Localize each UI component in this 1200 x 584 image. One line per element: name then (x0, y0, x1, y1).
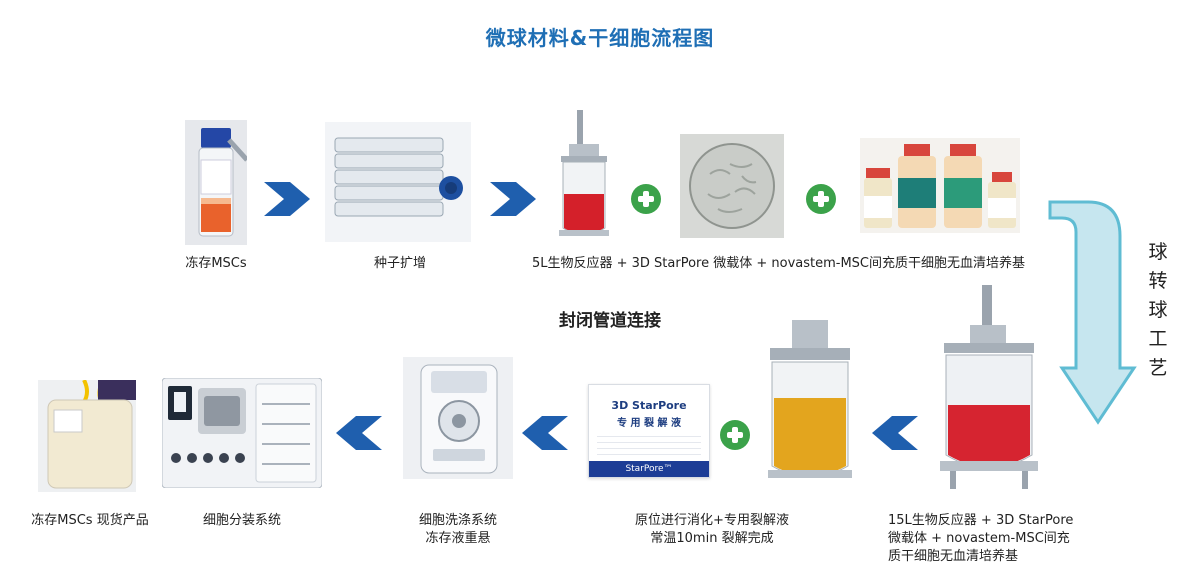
lysis-brand: 3D StarPore (611, 399, 687, 412)
arrow-left-icon (522, 416, 568, 450)
lysis-name: 专 用 裂 解 液 (617, 418, 681, 429)
process-side-label: 球 转 球 工 艺 (1140, 238, 1176, 383)
loop-arrow-icon (1048, 200, 1137, 425)
bioreactor-15l-image (940, 285, 1038, 489)
caption-bioreactor-15l: 15L生物反应器 + 3D StarPore 微载体 + novastem-MS… (888, 512, 1088, 566)
lysis-reagent-box: 3D StarPore 专 用 裂 解 液 StarPore™ (588, 384, 710, 478)
side-char: 工 (1148, 328, 1168, 350)
plus-icon (720, 420, 750, 450)
arrow-left-icon (336, 416, 382, 450)
microcarrier-microscope-image (680, 134, 784, 238)
caption-line: 常温10min 裂解完成 (650, 531, 774, 546)
caption-seed-expansion: 种子扩增 (373, 256, 426, 271)
side-char: 球 (1148, 299, 1168, 321)
cell-factory-image (325, 122, 471, 242)
cell-dispensing-system-image (162, 378, 322, 488)
caption-washing: 细胞洗涤系统 冻存液重悬 (398, 512, 518, 548)
plus-icon (806, 184, 836, 214)
arrow-left-icon (872, 416, 918, 450)
cell-washing-device-image (403, 357, 513, 479)
lysis-label-lines (597, 431, 701, 455)
frozen-cell-bag-image (38, 380, 136, 492)
diagram-title: 微球材料&干细胞流程图 (485, 26, 715, 50)
lysis-footer: StarPore™ (589, 461, 709, 477)
side-char: 转 (1148, 270, 1168, 292)
caption-dispensing: 细胞分装系统 (202, 513, 281, 528)
bioreactor-5l-image (559, 110, 609, 236)
caption-line: 冻存液重悬 (425, 531, 491, 546)
arrow-right-icon (490, 182, 536, 216)
digestion-reactor-image (768, 320, 852, 478)
caption-line: 微载体 + novastem-MSC间充 (888, 531, 1070, 546)
side-char: 艺 (1148, 357, 1168, 379)
side-char: 球 (1148, 241, 1168, 263)
plus-icon (631, 184, 661, 214)
caption-bioreactor-5l: 5L生物反应器 + 3D StarPore 微载体 + novastem-MSC… (531, 256, 1026, 271)
caption-product: 冻存MSCs 现货产品 (31, 513, 149, 528)
caption-frozen-mscs: 冻存MSCs (185, 256, 247, 271)
subtitle-closed-connection: 封闭管道连接 (559, 311, 661, 331)
caption-line: 细胞洗涤系统 (418, 513, 497, 528)
caption-line: 质干细胞无血清培养基 (888, 549, 1019, 564)
caption-line: 15L生物反应器 + 3D StarPore (888, 513, 1074, 528)
culture-medium-bottles-image (860, 138, 1020, 233)
arrow-right-icon (264, 182, 310, 216)
frozen-vial-image (185, 120, 247, 245)
caption-digestion: 原位进行消化+专用裂解液 常温10min 裂解完成 (612, 512, 812, 548)
caption-line: 原位进行消化+专用裂解液 (635, 513, 789, 528)
